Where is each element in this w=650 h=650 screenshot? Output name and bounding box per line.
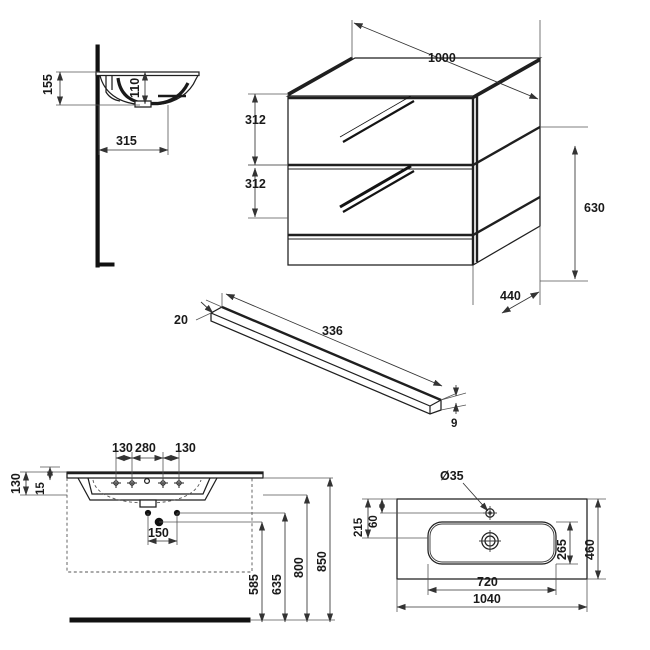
- dim-312-lower: 312: [245, 164, 288, 219]
- dim-155: 155: [41, 71, 140, 106]
- basin-overflow: [143, 477, 151, 485]
- dim-label-315: 315: [116, 134, 137, 148]
- dim-1000: 1000: [351, 20, 541, 100]
- basin-plan-outline: [396, 498, 588, 580]
- dim-label-130-vert: 130: [9, 473, 23, 494]
- dim-label-d35: Ø35: [440, 469, 464, 483]
- basin-waste: [139, 499, 157, 508]
- dim-800: 800: [292, 494, 311, 623]
- dim-label-9: 9: [451, 418, 457, 430]
- dim-label-635: 635: [270, 574, 284, 595]
- dim-label-800: 800: [292, 557, 306, 578]
- dim-label-20: 20: [174, 313, 188, 327]
- dim-label-280: 280: [135, 441, 156, 455]
- dim-20: 20: [174, 299, 223, 327]
- dim-chain-tap-spacing: 130 280 130: [112, 441, 196, 483]
- cabinet-handle-lower: [339, 164, 415, 213]
- dim-635: 635: [270, 512, 289, 623]
- cabinet-handle-upper: [339, 95, 415, 143]
- view-basin-front-elevation: 130 280 130 130 15 150: [9, 441, 335, 623]
- floor-line: [69, 617, 251, 623]
- dim-label-60: 60: [368, 515, 380, 528]
- view-handle-rail: 20 336 9: [174, 293, 467, 430]
- dim-diameter-35: Ø35: [440, 469, 489, 512]
- dim-720: 720: [427, 564, 557, 595]
- dim-label-130-right: 130: [175, 441, 196, 455]
- dim-label-460: 460: [583, 539, 597, 560]
- view-basin-plan: Ø35 215 60 265 460: [353, 469, 606, 612]
- dim-1040: 1040: [396, 579, 588, 612]
- basin-bowl-plan: [427, 521, 557, 565]
- dim-460: 460: [583, 498, 606, 580]
- dim-label-1000: 1000: [428, 51, 456, 65]
- dim-60: 60: [368, 498, 486, 528]
- dim-label-130-left: 130: [112, 441, 133, 455]
- wall-foot: [95, 262, 115, 267]
- dim-label-312-upper: 312: [245, 113, 266, 127]
- dim-440: 440: [472, 226, 541, 314]
- dim-label-1040: 1040: [473, 592, 501, 606]
- dim-label-585: 585: [247, 574, 261, 595]
- basin-bowl-plan-inner: [429, 523, 555, 563]
- dim-label-336: 336: [322, 324, 343, 338]
- dim-850: 850: [315, 477, 334, 623]
- dim-265: 265: [555, 521, 578, 565]
- dim-9: 9: [440, 385, 467, 430]
- dim-label-265: 265: [555, 539, 569, 560]
- dim-label-312-lower: 312: [245, 177, 266, 191]
- dim-110: 110: [128, 71, 149, 105]
- dim-label-850: 850: [315, 551, 329, 572]
- dim-630: 630: [540, 126, 605, 282]
- dim-585: 585: [247, 521, 266, 623]
- dim-label-150: 150: [148, 526, 169, 540]
- dim-label-440: 440: [500, 289, 521, 303]
- dim-130-vertical: 130: [9, 471, 67, 496]
- dim-215: 215: [353, 498, 428, 539]
- dim-label-215: 215: [353, 517, 365, 537]
- view-cabinet-isometric: 1000 312 312 630 440: [245, 20, 605, 314]
- dim-label-720: 720: [477, 575, 498, 589]
- dim-label-15: 15: [35, 482, 47, 495]
- dim-label-110: 110: [128, 78, 142, 98]
- dim-15-vertical: 15: [35, 466, 60, 495]
- view-side-elevation: 155 110 315: [41, 44, 200, 268]
- wall-line: [95, 44, 100, 268]
- dim-315: 315: [98, 105, 169, 155]
- cabinet-hidden-outline: [66, 478, 253, 573]
- dim-336: 336: [221, 293, 456, 401]
- waste-hole-plan: [479, 530, 501, 552]
- dim-label-155: 155: [41, 74, 55, 95]
- dim-label-630: 630: [584, 201, 605, 215]
